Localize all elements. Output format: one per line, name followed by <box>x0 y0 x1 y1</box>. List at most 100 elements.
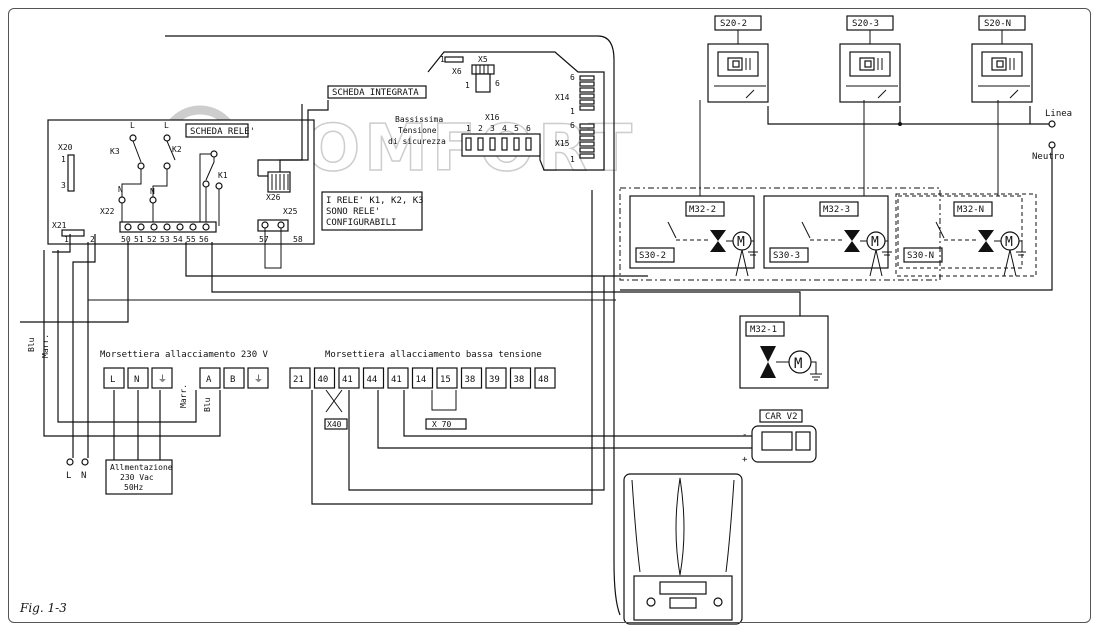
terminal-low-voltage <box>387 367 409 389</box>
svg-text:X15: X15 <box>555 139 570 148</box>
motor-label: M <box>1005 235 1013 250</box>
zone-valve-label: M32-3 <box>823 205 850 215</box>
terminal-block-low-voltage: Morsettiera allacciamento bassa tensione… <box>289 350 556 430</box>
svg-text:1: 1 <box>570 107 575 116</box>
x16-pin-label: 5 <box>514 124 519 133</box>
svg-text:-: - <box>742 430 747 440</box>
ground-icon <box>882 240 892 256</box>
svg-text:2: 2 <box>90 235 95 244</box>
terminal-230v <box>151 367 173 389</box>
svg-text:Morsettiera allacciamento 230: Morsettiera allacciamento 230 V <box>100 350 269 360</box>
watermark-text: KOMFORT <box>255 112 636 186</box>
svg-text:M: M <box>794 356 802 372</box>
relay-terminal <box>189 223 197 231</box>
relay-terminal-label: 56 <box>199 235 209 244</box>
svg-text:Marr.: Marr. <box>179 384 188 408</box>
terminal-low-voltage <box>289 367 311 389</box>
svg-text:Allmentazione: Allmentazione <box>110 463 173 472</box>
terminal-low-voltage <box>338 367 360 389</box>
figure-caption: Fig. 1-3 <box>19 601 67 615</box>
ground-icon <box>748 240 758 256</box>
svg-text:X5: X5 <box>478 55 488 64</box>
svg-text:1: 1 <box>61 155 66 164</box>
svg-text:6: 6 <box>570 121 575 130</box>
terminal-230v-label: L <box>110 375 115 385</box>
terminal-low-voltage-label: 41 <box>342 375 353 385</box>
power-supply-box: Allmentazione 230 Vac 50Hz L N <box>66 458 173 495</box>
scheda-integrata-label: SCHEDA INTEGRATA <box>327 85 427 99</box>
relay-terminal <box>137 223 145 231</box>
relay-terminal <box>124 223 132 231</box>
relay-terminal-label: 52 <box>147 235 157 244</box>
zone-switch-label-box <box>903 247 943 263</box>
zone-switch-label-box <box>769 247 809 263</box>
x16-pin-label: 2 <box>478 124 483 133</box>
watermark-logo: R KOMFORT <box>159 105 636 187</box>
svg-text:SCHEDA INTEGRATA: SCHEDA INTEGRATA <box>332 88 419 98</box>
thermostat-label: S20-3 <box>852 19 879 29</box>
svg-text:X21: X21 <box>52 221 67 230</box>
zone-switch-label: S30-3 <box>773 251 800 261</box>
svg-text:SCHEDA RELE': SCHEDA RELE' <box>190 127 255 137</box>
svg-text:CONFIGURABILI: CONFIGURABILI <box>326 218 396 228</box>
terminal-low-voltage-label: 14 <box>416 375 427 385</box>
x6-connector: 1 X6 <box>440 55 464 76</box>
valve-icon <box>844 230 860 252</box>
svg-text:X 70: X 70 <box>432 420 451 429</box>
valve-icon <box>978 230 994 252</box>
svg-text:L: L <box>164 121 169 130</box>
svg-text:X40: X40 <box>327 420 342 429</box>
terminal-low-voltage-label: 41 <box>391 375 402 385</box>
zone-switch-label: S30-N <box>907 251 934 261</box>
svg-text:X16: X16 <box>485 113 500 122</box>
x16-pin-label: 6 <box>526 124 531 133</box>
svg-text:X14: X14 <box>555 93 570 102</box>
terminal-low-voltage <box>436 367 458 389</box>
relay-terminal <box>202 223 210 231</box>
svg-text:K2: K2 <box>172 145 182 154</box>
terminal-low-voltage-label: 39 <box>489 375 500 385</box>
terminal-low-voltage <box>485 367 507 389</box>
svg-text:SONO RELE': SONO RELE' <box>326 207 380 217</box>
svg-text:Blu: Blu <box>27 337 36 352</box>
zone-valve-label-box <box>819 201 859 217</box>
svg-text:X26: X26 <box>266 193 281 202</box>
x5-connector: X5 1 6 <box>465 55 500 93</box>
svg-text:1: 1 <box>465 81 470 90</box>
relay-terminal-label: 51 <box>134 235 144 244</box>
thermostat-label: S20-N <box>984 19 1011 29</box>
terminal-230v <box>103 367 125 389</box>
svg-text:57: 57 <box>259 235 269 244</box>
svg-text:K1: K1 <box>218 171 228 180</box>
relay-terminal-label: 53 <box>160 235 170 244</box>
svg-text:di sicurezza: di sicurezza <box>388 137 446 146</box>
terminal-low-voltage <box>411 367 434 389</box>
svg-text:50Hz: 50Hz <box>124 483 143 492</box>
x14-connector: 6 X14 1 <box>555 73 595 116</box>
valve-m32-1: M32-1 M <box>739 315 829 389</box>
svg-text:X6: X6 <box>452 67 462 76</box>
valve-icon <box>710 230 726 252</box>
relay-config-note: I RELE' K1, K2, K3 SONO RELE' CONFIGURAB… <box>321 191 424 231</box>
terminal-230v-label: B <box>230 375 235 385</box>
svg-text:Tensione: Tensione <box>398 126 437 135</box>
svg-text:1: 1 <box>570 155 575 164</box>
svg-text:230 Vac: 230 Vac <box>120 473 154 482</box>
svg-text:K3: K3 <box>110 147 120 156</box>
svg-text:1: 1 <box>440 55 445 64</box>
figure-frame <box>8 8 1091 623</box>
relay-terminal-label: 55 <box>186 235 196 244</box>
relay-terminal <box>150 223 158 231</box>
relay-terminal <box>176 223 184 231</box>
terminal-low-voltage-label: 15 <box>440 375 451 385</box>
svg-text:X25: X25 <box>283 207 298 216</box>
svg-text:N: N <box>81 471 86 481</box>
terminal-low-voltage-label: 40 <box>318 375 329 385</box>
terminal-low-voltage <box>534 367 556 389</box>
zone-switch-label: S30-2 <box>639 251 666 261</box>
